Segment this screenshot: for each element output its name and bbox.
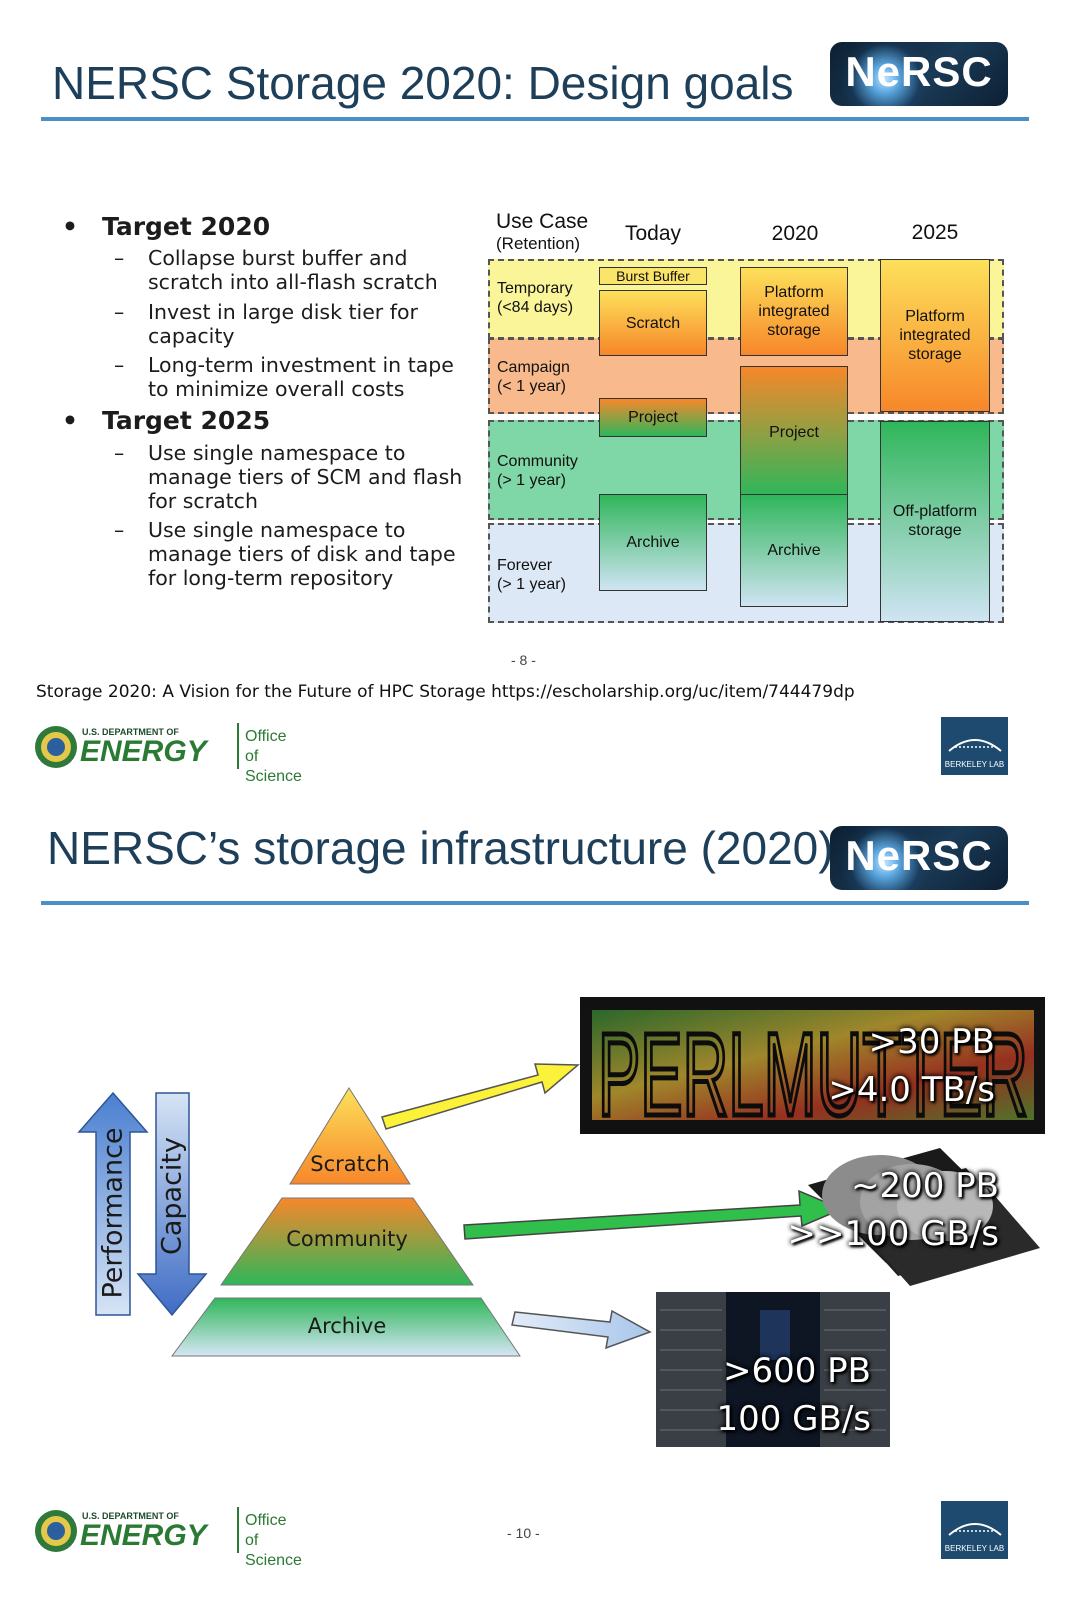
column-today: Today bbox=[624, 222, 682, 245]
arrow-archive-to-tape bbox=[511, 1309, 652, 1350]
row-label-community: Community(> 1 year) bbox=[497, 453, 578, 489]
doe-seal-icon bbox=[35, 1510, 77, 1552]
title-rule bbox=[41, 901, 1029, 905]
nersc-logo: NeRSC bbox=[830, 42, 1008, 106]
archive-capacity: >600 PB bbox=[722, 1351, 871, 1391]
performance-label: Performance bbox=[97, 1127, 129, 1299]
pyramid-archive bbox=[171, 1297, 521, 1357]
perlmutter-lettering: PERLMUTTER bbox=[598, 1009, 1028, 1141]
tier-archive-label: Archive bbox=[307, 1314, 387, 1338]
citation: Storage 2020: A Vision for the Future of… bbox=[36, 682, 855, 702]
nersc-logo: NeRSC bbox=[830, 826, 1008, 890]
capacity-label: Capacity bbox=[156, 1137, 188, 1255]
berkeley-lab-logo: BERKELEY LAB bbox=[941, 1501, 1008, 1559]
tier-scratch-label: Scratch bbox=[310, 1152, 390, 1176]
doe-divider bbox=[237, 1507, 239, 1553]
box-scratch-today: Scratch bbox=[599, 290, 707, 356]
dash: – bbox=[114, 353, 125, 377]
slide2-title: NERSC’s storage infrastructure (2020) bbox=[47, 822, 834, 874]
column-2020: 2020 bbox=[771, 222, 819, 245]
nersc-logo-text: NeRSC bbox=[845, 832, 993, 879]
box-archive-today: Archive bbox=[599, 494, 707, 591]
arrow-scratch-to-perlmutter bbox=[381, 1063, 580, 1130]
perlmutter-capacity: >30 PB bbox=[868, 1022, 995, 1062]
berkeley-lab-text: BERKELEY LAB bbox=[944, 760, 1005, 769]
dash: – bbox=[114, 246, 125, 270]
berkeley-lab-logo: BERKELEY LAB bbox=[941, 717, 1008, 775]
doe-divider bbox=[237, 723, 239, 769]
berkeley-lab-building-icon bbox=[948, 739, 1002, 752]
target-2025-heading: Target 2025 bbox=[62, 406, 270, 435]
archive-bandwidth: 100 GB/s bbox=[716, 1399, 871, 1439]
row-label-temporary: Temporary(<84 days) bbox=[497, 280, 574, 316]
doe-main-text: ENERGY bbox=[80, 1519, 207, 1552]
perlmutter-image: PERLMUTTER bbox=[580, 997, 1045, 1144]
performance-arrow bbox=[77, 1091, 149, 1316]
hard-disk-image bbox=[808, 1148, 1040, 1286]
page-number-8: - 8 - bbox=[511, 652, 536, 668]
row-label-forever: Forever(> 1 year) bbox=[497, 557, 566, 593]
title-rule bbox=[41, 117, 1029, 121]
dash: – bbox=[114, 300, 125, 324]
storage-pyramid-diagram: PERLMUTTER bbox=[77, 997, 1045, 1447]
target-2020-heading: Target 2020 bbox=[62, 212, 270, 241]
doe-top-text: U.S. DEPARTMENT OF bbox=[82, 1511, 179, 1521]
perlmutter-bandwidth: >4.0 TB/s bbox=[828, 1070, 995, 1110]
nersc-logo-text: NeRSC bbox=[845, 48, 993, 95]
box-project-today: Project bbox=[599, 398, 707, 437]
community-capacity: ~200 PB bbox=[850, 1166, 999, 1206]
header-retention: (Retention) bbox=[496, 234, 581, 253]
berkeley-lab-text: BERKELEY LAB bbox=[944, 1544, 1005, 1553]
page-number-10: - 10 - bbox=[507, 1525, 540, 1541]
dash: – bbox=[114, 518, 125, 542]
box-archive-2020: Archive bbox=[740, 494, 848, 607]
doe-main-text: ENERGY bbox=[80, 735, 207, 768]
berkeley-lab-building-icon bbox=[948, 1523, 1002, 1536]
row-label-campaign: Campaign(< 1 year) bbox=[497, 359, 570, 395]
pyramid-community bbox=[220, 1197, 474, 1286]
arrow-community-to-disk bbox=[463, 1189, 844, 1240]
tape-library-image bbox=[656, 1292, 890, 1447]
slide1-title: NERSC Storage 2020: Design goals bbox=[52, 57, 794, 109]
dash: – bbox=[114, 441, 125, 465]
header-usecase: Use Case bbox=[496, 210, 589, 233]
box-burst-buffer: Burst Buffer bbox=[599, 267, 707, 285]
doe-top-text: U.S. DEPARTMENT OF bbox=[82, 727, 179, 737]
capacity-arrow bbox=[136, 1092, 208, 1317]
column-2025: 2025 bbox=[911, 221, 959, 244]
tier-community-label: Community bbox=[286, 1227, 408, 1251]
pyramid-scratch bbox=[289, 1087, 411, 1185]
box-project-2020: Project bbox=[740, 366, 848, 496]
community-bandwidth: >>100 GB/s bbox=[787, 1214, 999, 1254]
doe-seal-icon bbox=[35, 726, 77, 768]
